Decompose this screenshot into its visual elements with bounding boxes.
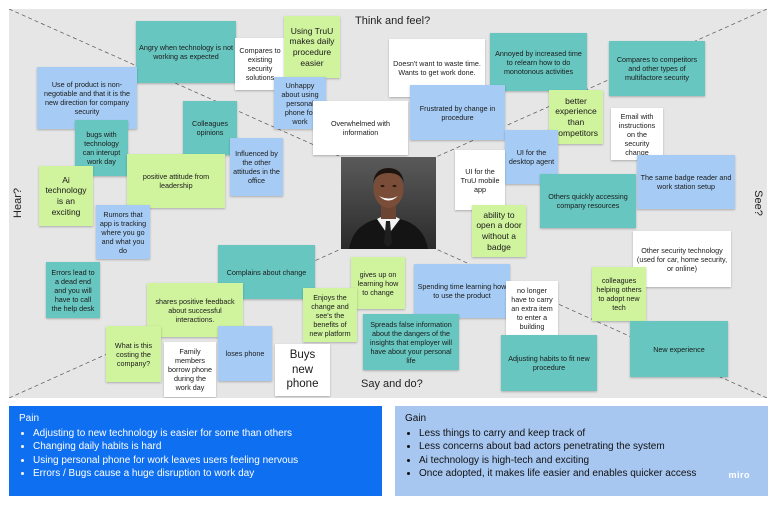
pain-item: Using personal phone for work leaves use… [33, 454, 372, 467]
sticky-note[interactable]: Others quickly accessing company resourc… [540, 174, 636, 228]
sticky-note[interactable]: no longer have to carry an extra item to… [506, 281, 558, 335]
sticky-note[interactable]: Other security technology (used for car,… [633, 231, 731, 287]
pain-panel: Pain Adjusting to new technology is easi… [9, 406, 382, 496]
sticky-note[interactable]: Errors lead to a dead end and you will h… [46, 262, 100, 318]
sticky-note[interactable]: The same badge reader and work station s… [637, 155, 735, 209]
quadrant-label-see: See? [751, 190, 764, 216]
gain-list: Less things to carry and keep track of L… [405, 427, 758, 481]
gain-item: Less things to carry and keep track of [419, 427, 758, 440]
gain-title: Gain [405, 413, 427, 424]
gain-panel: Gain Less things to carry and keep track… [395, 406, 768, 496]
sticky-note[interactable]: bugs with technology can interupt work d… [75, 120, 128, 176]
sticky-note[interactable]: New experience [630, 321, 728, 377]
gain-item: Less concerns about bad actors penetrati… [419, 440, 758, 453]
sticky-note[interactable]: Annoyed by increased time to relearn how… [490, 33, 587, 91]
sticky-note[interactable]: Spreads false information about the dang… [363, 314, 459, 370]
sticky-note[interactable]: Compares to existing security solutions [235, 38, 285, 90]
sticky-note[interactable]: Compares to competitors and other types … [609, 41, 705, 96]
sticky-note[interactable]: better experience than competitors [549, 90, 603, 144]
sticky-note[interactable]: Angry when technology is not working as … [136, 21, 236, 83]
quadrant-label-say-do: Say and do? [361, 378, 423, 390]
sticky-note[interactable]: ability to open a door without a badge [472, 205, 526, 257]
persona-portrait-image [341, 157, 436, 249]
pain-item: Adjusting to new technology is easier fo… [33, 427, 372, 440]
sticky-note[interactable]: Colleagues opinions [183, 101, 237, 155]
sticky-note[interactable]: Overwhelmed with information [313, 101, 408, 155]
pain-item: Errors / Bugs cause a huge disruption to… [33, 467, 372, 480]
persona-photo [341, 157, 436, 249]
miro-watermark: miro [728, 470, 750, 480]
sticky-note[interactable]: Adjusting habits to fit new procedure [501, 335, 597, 391]
sticky-note[interactable]: Spending time learning how to use the pr… [414, 264, 510, 318]
quadrant-label-think-feel: Think and feel? [355, 15, 431, 27]
empathy-map-board: Think and feel? Say and do? Hear? See? A… [9, 9, 767, 398]
sticky-note[interactable]: colleagues helping others to adopt new t… [592, 267, 646, 321]
sticky-note[interactable]: loses phone [218, 326, 272, 381]
sticky-note[interactable]: Frustrated by change in procedure [410, 85, 505, 140]
pain-list: Adjusting to new technology is easier fo… [19, 427, 372, 481]
sticky-note[interactable]: Buys new phone [275, 344, 330, 396]
sticky-note[interactable]: Ai technology is an exciting [39, 166, 93, 226]
gain-item: Ai technology is high-tech and exciting [419, 454, 758, 467]
sticky-note[interactable]: Email with instructions on the security … [611, 108, 663, 160]
gain-item: Once adopted, it makes life easier and e… [419, 467, 758, 480]
sticky-note[interactable]: What is this costing the company? [106, 326, 161, 382]
sticky-note[interactable]: UI for the TruU mobile app [455, 150, 505, 210]
sticky-note[interactable]: positive attitude from leadership [127, 154, 225, 208]
sticky-note[interactable]: Use of product is non-negotiable and tha… [37, 67, 137, 129]
pain-title: Pain [19, 413, 40, 424]
pain-item: Changing daily habits is hard [33, 440, 372, 453]
sticky-note[interactable]: Family members borrow phone during the w… [164, 342, 216, 397]
sticky-note[interactable]: Enjoys the change and see's the benefits… [303, 288, 357, 342]
sticky-note[interactable]: Influenced by the other attitudes in the… [230, 138, 283, 196]
sticky-note[interactable]: Rumors that app is tracking where you go… [96, 205, 150, 259]
sticky-note[interactable]: gives up on learning how to change [351, 257, 405, 309]
quadrant-label-hear: Hear? [11, 188, 24, 218]
sticky-note[interactable]: Using TruU makes daily procedure easier [284, 16, 340, 78]
